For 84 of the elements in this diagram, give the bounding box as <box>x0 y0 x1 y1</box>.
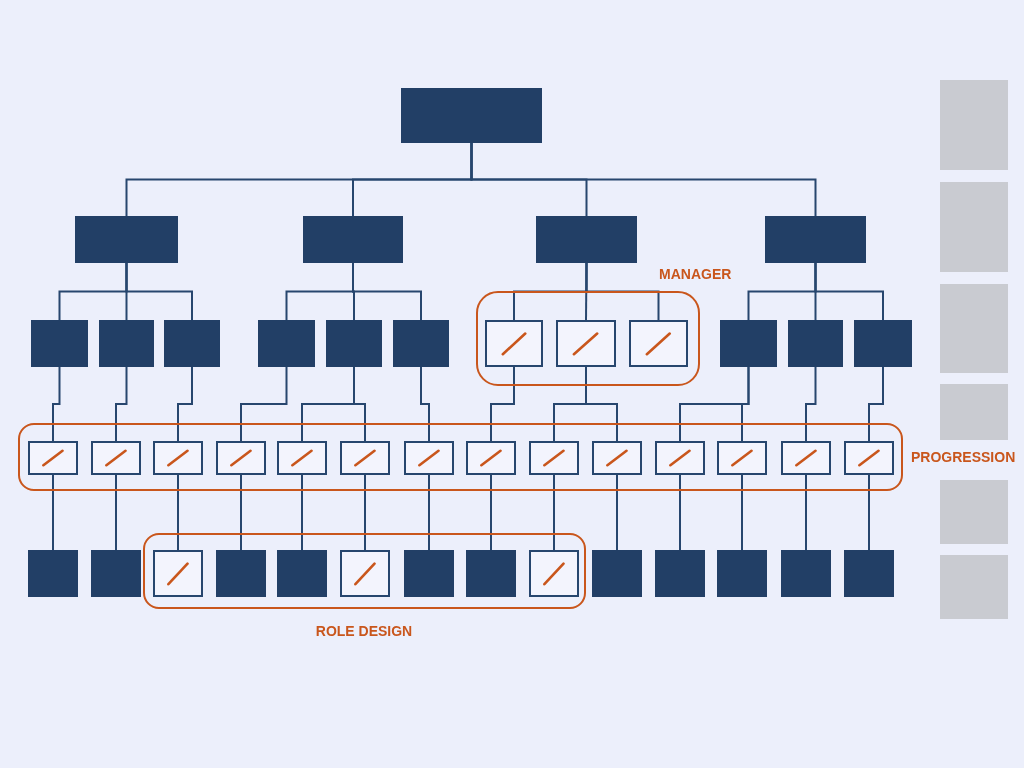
placeholder-box <box>781 441 831 475</box>
connector-line <box>240 474 242 551</box>
placeholder-box <box>404 441 454 475</box>
placeholder-box <box>485 320 543 367</box>
sidebar-panel <box>940 480 1008 544</box>
position-block <box>466 550 516 597</box>
connector-line <box>553 474 555 551</box>
position-block <box>765 216 866 263</box>
position-block <box>592 550 642 597</box>
position-block <box>655 550 705 597</box>
position-block <box>720 320 777 367</box>
connector-line <box>805 366 817 442</box>
connector-line <box>868 366 884 442</box>
placeholder-box <box>153 441 203 475</box>
position-block <box>404 550 454 597</box>
position-block <box>91 550 141 597</box>
connector-line <box>585 262 588 321</box>
connector-line <box>352 262 422 321</box>
placeholder-box <box>529 550 579 597</box>
connector-line <box>616 474 618 551</box>
position-block <box>393 320 449 367</box>
position-block <box>75 216 178 263</box>
position-block <box>844 550 894 597</box>
position-block <box>28 550 78 597</box>
connector-line <box>301 474 303 551</box>
position-block <box>216 550 266 597</box>
placeholder-box <box>717 441 767 475</box>
connector-line <box>177 366 193 442</box>
placeholder-box <box>277 441 327 475</box>
position-block <box>303 216 403 263</box>
group-label: PROGRESSION <box>911 448 1016 466</box>
sidebar-panel <box>940 284 1008 373</box>
placeholder-box <box>340 550 390 597</box>
position-block <box>326 320 382 367</box>
connector-line <box>364 474 366 551</box>
connector-line <box>470 142 817 217</box>
placeholder-box <box>844 441 894 475</box>
placeholder-box <box>91 441 141 475</box>
position-block <box>164 320 220 367</box>
sidebar-panel <box>940 555 1008 619</box>
sidebar-panel <box>940 384 1008 440</box>
connector-line <box>585 366 618 442</box>
position-block <box>781 550 831 597</box>
placeholder-box <box>153 550 203 597</box>
connector-line <box>428 474 430 551</box>
connector-line <box>177 474 179 551</box>
position-block <box>536 216 637 263</box>
connector-line <box>125 262 193 321</box>
placeholder-box <box>529 441 579 475</box>
connector-line <box>868 474 870 551</box>
placeholder-box <box>629 320 688 367</box>
connector-line <box>52 366 61 442</box>
connector-line <box>52 474 54 551</box>
connector-line <box>240 366 288 442</box>
sidebar-panel <box>940 80 1008 170</box>
connector-line <box>115 474 117 551</box>
position-block <box>258 320 315 367</box>
group-label: MANAGER <box>659 265 732 283</box>
placeholder-box <box>216 441 266 475</box>
connector-line <box>490 366 515 442</box>
position-block <box>854 320 912 367</box>
connector-line <box>353 366 366 442</box>
connector-line <box>420 366 430 442</box>
connector-line <box>814 262 884 321</box>
placeholder-box <box>340 441 390 475</box>
position-block <box>277 550 327 597</box>
group-label: ROLE DESIGN <box>315 622 413 640</box>
connector-line <box>490 474 492 551</box>
connector-line <box>805 474 807 551</box>
sidebar-panel <box>940 182 1008 272</box>
connector-line <box>741 474 743 551</box>
position-block <box>31 320 88 367</box>
position-block <box>401 88 542 143</box>
position-block <box>99 320 154 367</box>
placeholder-box <box>466 441 516 475</box>
placeholder-box <box>592 441 642 475</box>
connector-line <box>115 366 128 442</box>
connector-line <box>679 474 681 551</box>
placeholder-box <box>28 441 78 475</box>
position-block <box>788 320 843 367</box>
placeholder-box <box>556 320 616 367</box>
connector-line <box>741 366 750 442</box>
placeholder-box <box>655 441 705 475</box>
position-block <box>717 550 767 597</box>
